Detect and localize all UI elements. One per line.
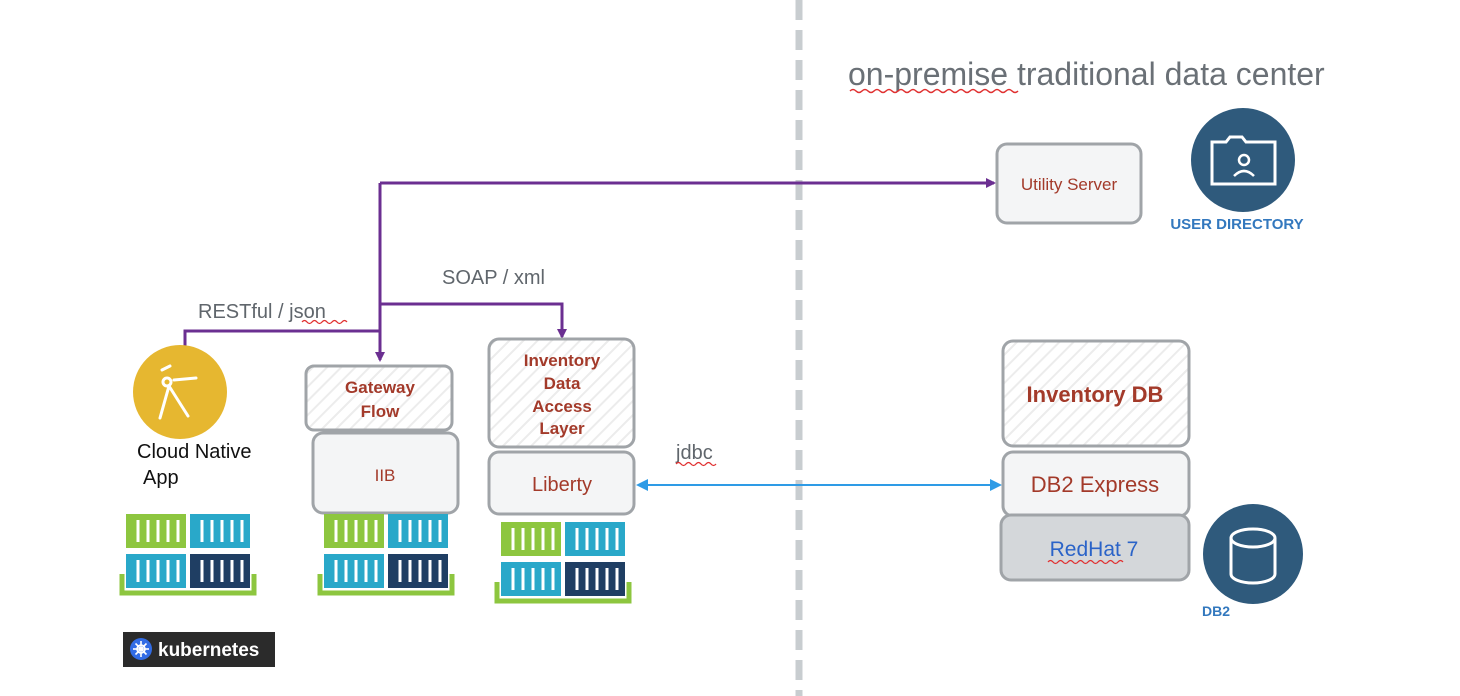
region-title: on-premise traditional data center [848,56,1325,92]
soap-label: SOAP / xml [442,267,545,289]
cloud-native-app-label-2: App [143,467,179,489]
inventory-db-box[interactable] [1001,339,1191,448]
liberty-label: Liberty [532,474,592,496]
gateway-connections [375,178,996,362]
spellcheck-underline [1047,559,1124,565]
spellcheck-underline [849,88,1019,94]
inventory-db-label: Inventory DB [1027,382,1164,407]
iib-box[interactable] [311,431,460,515]
gateway-flow-label-2: Flow [361,402,400,421]
data-access-label-4: Layer [539,419,585,438]
gateway-flow-label-1: Gateway [345,378,415,397]
spellcheck-underline [301,319,348,325]
container-stack-icon [119,514,257,596]
database-icon [1203,504,1303,604]
db2-express-label: DB2 Express [1031,472,1159,497]
liberty-box[interactable] [487,450,636,516]
data-access-label-2: Data [544,374,581,393]
user-directory-icon [1191,108,1295,212]
redhat-box[interactable] [999,513,1191,582]
iib-label: IIB [375,466,396,485]
cloud-native-app-label-1: Cloud Native [137,441,252,463]
cloud-native-app-icon [133,345,227,439]
kubernetes-badge: kubernetes [123,632,275,667]
restful-connection [183,329,380,347]
data-access-label-1: Inventory [524,351,601,370]
db2-label: DB2 [1202,603,1230,619]
redhat-label: RedHat 7 [1050,538,1139,561]
user-directory-label: USER DIRECTORY [1170,216,1303,233]
jdbc-label: jdbc [675,442,713,464]
data-access-label-3: Access [532,397,592,416]
restful-label: RESTful / json [198,301,326,323]
spellcheck-underline [675,461,717,467]
utility-server-box[interactable] [995,142,1143,225]
kubernetes-label: kubernetes [158,640,259,661]
utility-server-label: Utility Server [1021,175,1118,194]
container-stack-icon [317,514,455,596]
data-access-layer-box[interactable] [487,337,636,449]
gateway-flow-box[interactable] [304,364,454,432]
container-stack-icon [494,522,632,604]
